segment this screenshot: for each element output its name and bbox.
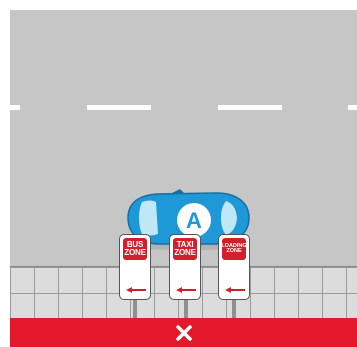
car-label: A (186, 208, 202, 233)
sign-header: TAXI ZONE (173, 238, 197, 260)
bus-zone-sign[interactable]: BUS ZONE (119, 234, 151, 300)
bottom-bar (10, 318, 357, 347)
lane-marking (348, 105, 357, 110)
left-arrow-icon (225, 287, 245, 293)
left-arrow-icon (126, 287, 146, 293)
sign-line2: ZONE (124, 249, 145, 257)
loading-zone-sign[interactable]: LOADING ZONE (218, 234, 250, 300)
lane-marking (10, 105, 20, 110)
lane-marking (87, 105, 151, 110)
sign-header: BUS ZONE (123, 238, 147, 260)
lane-marking (218, 105, 282, 110)
close-icon[interactable] (176, 325, 192, 341)
sign-line2: ZONE (226, 249, 241, 255)
sign-header: LOADING ZONE (222, 238, 246, 260)
sign-line2: ZONE (174, 249, 195, 257)
taxi-zone-sign[interactable]: TAXI ZONE (169, 234, 201, 300)
left-arrow-icon (176, 287, 196, 293)
